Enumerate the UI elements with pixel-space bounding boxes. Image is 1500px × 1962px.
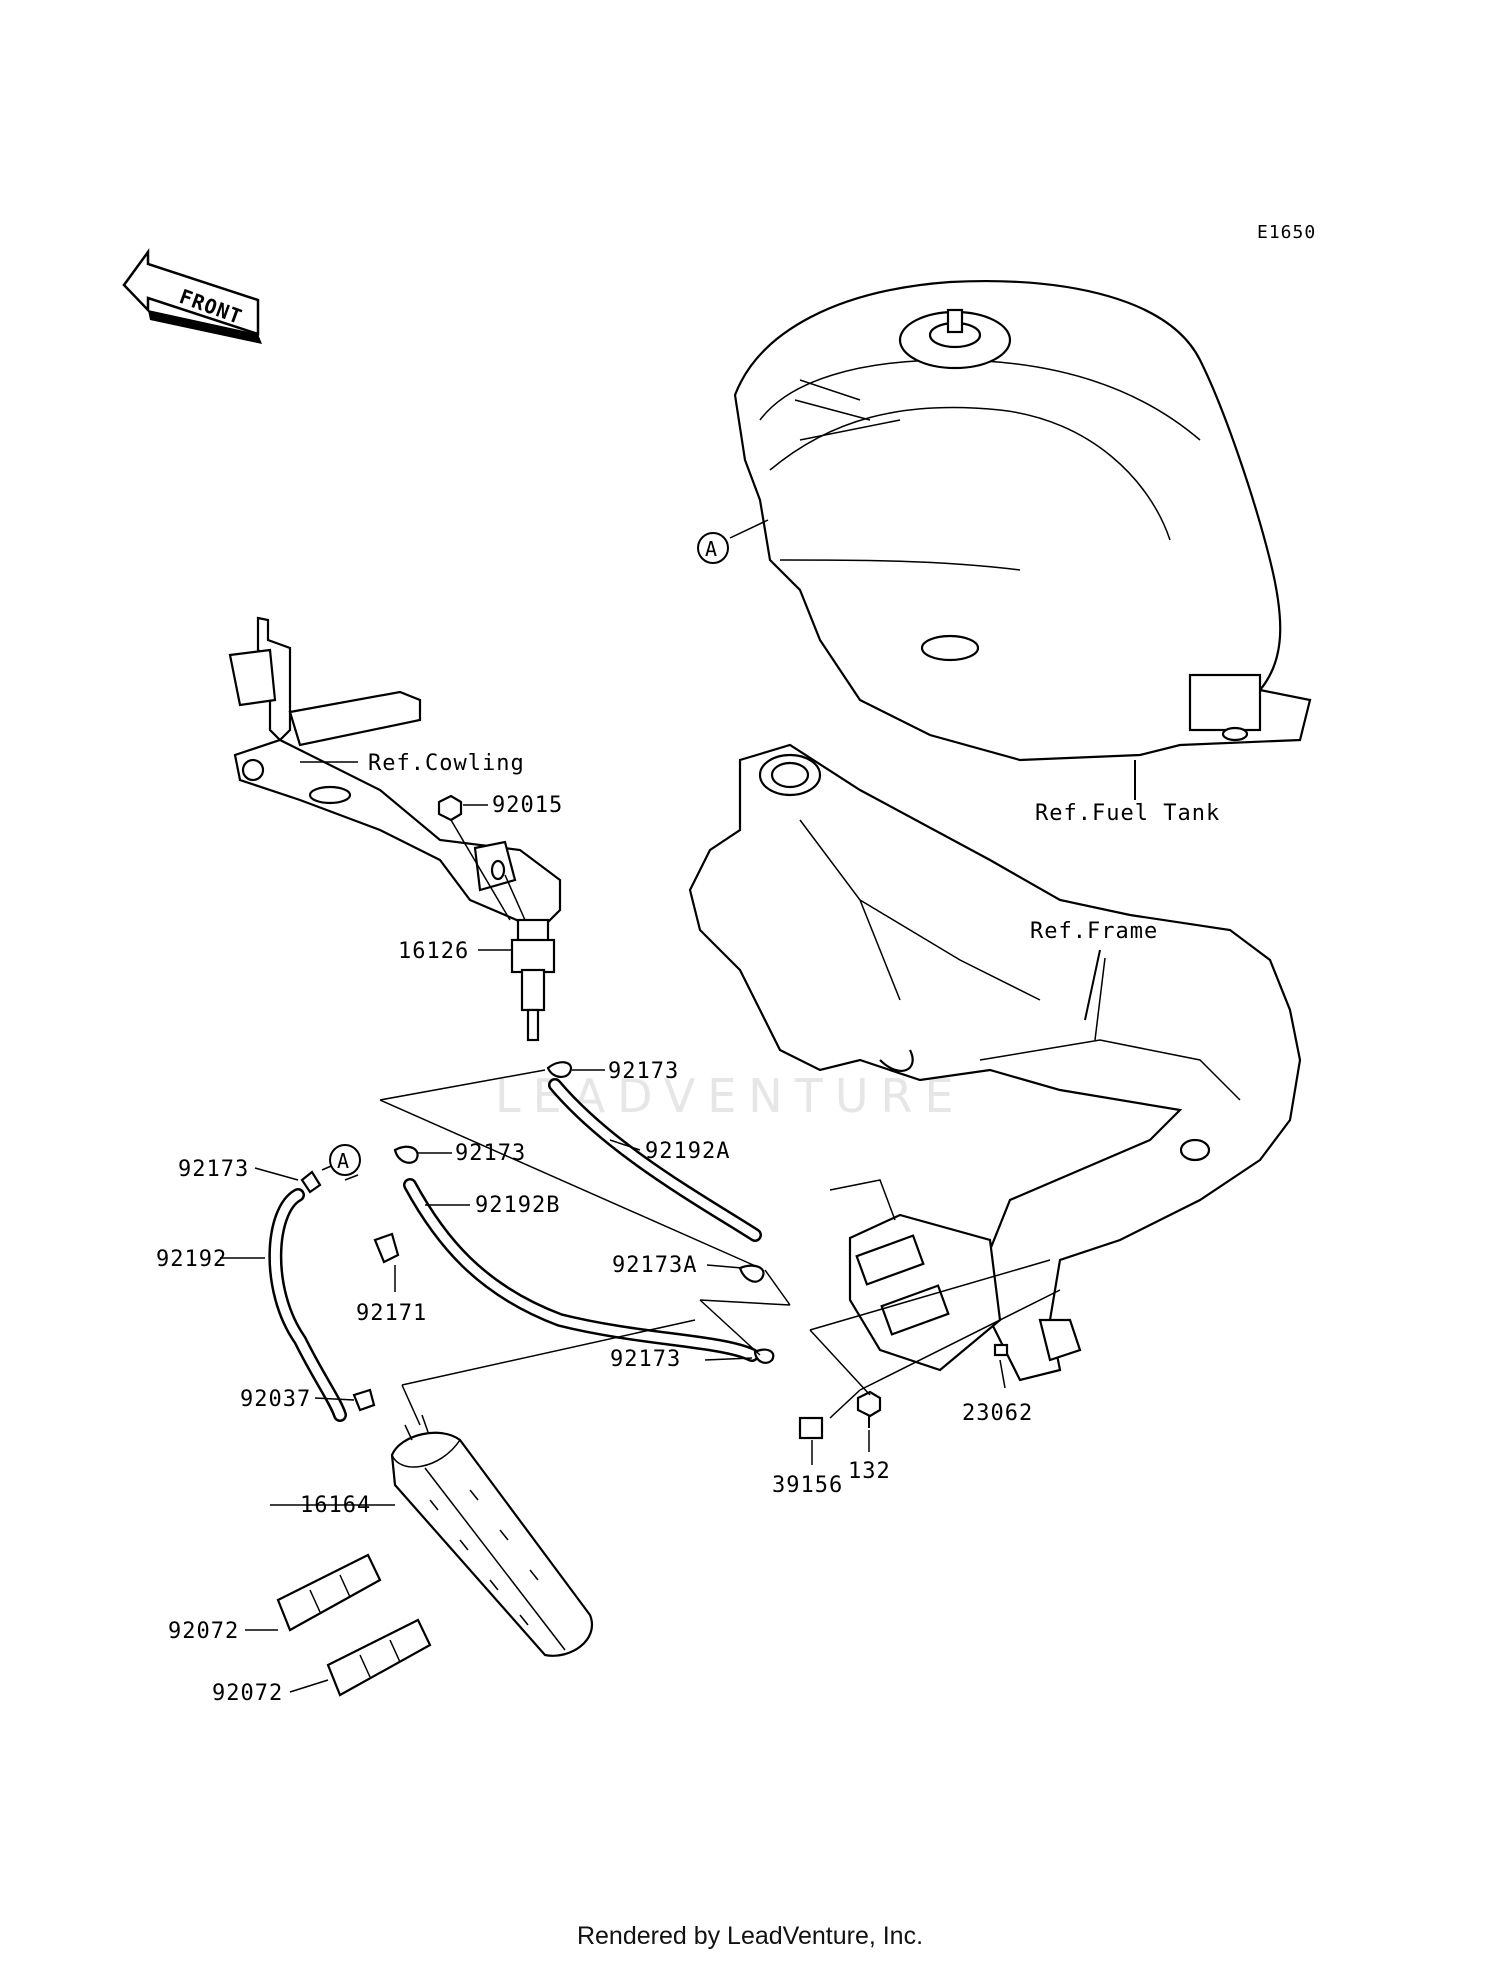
callout-92072-a: 92072 [168,1619,239,1644]
callout-92173-mid: 92173 [455,1141,526,1166]
footer-credit: Rendered by LeadVenture, Inc. [576,1922,924,1950]
callout-92037: 92037 [240,1387,311,1412]
clips-drawing [300,1061,775,1412]
valve-16126-drawing [504,874,556,1042]
callout-92072-b: 92072 [212,1681,283,1706]
callout-92173-left: 92173 [178,1157,249,1182]
solenoid-23062-drawing [829,1179,1009,1372]
strap-92072-a-drawing [276,1553,382,1632]
callout-92173-low: 92173 [610,1347,681,1372]
hoses-drawing [268,1078,762,1422]
frame-drawing [688,743,1302,1382]
marker-a-tank-label: A [705,537,718,561]
callout-92015: 92015 [492,793,563,818]
callout-92173A: 92173A [612,1253,697,1278]
spacer-39156-icon [798,1416,824,1440]
nut-92015-icon [437,794,511,921]
callout-92173-top: 92173 [608,1059,679,1084]
ref-fuel-tank-label: Ref.Fuel Tank [1035,801,1220,826]
callout-92192: 92192 [156,1247,227,1272]
diagram-code: E1650 [1257,222,1316,243]
strap-92072-b-drawing [326,1618,432,1697]
callout-92171: 92171 [356,1301,427,1326]
callout-92192B: 92192B [475,1193,560,1218]
cowling-bracket-drawing [228,616,562,932]
callout-16126: 16126 [398,939,469,964]
marker-a-hose: A [329,1144,361,1176]
callout-132: 132 [848,1459,891,1484]
fuel-tank-drawing [733,280,1312,800]
marker-a-tank: A [697,532,729,564]
ref-cowling-label: Ref.Cowling [368,751,525,776]
marker-a-hose-label: A [337,1149,350,1173]
callout-16164: 16164 [300,1493,371,1518]
canister-16164-drawing [390,1414,593,1657]
front-arrow-icon: FRONT [122,248,262,344]
ref-frame-label: Ref.Frame [1030,919,1158,944]
bolt-132-icon [856,1390,882,1428]
callout-92192A: 92192A [645,1139,730,1164]
callout-39156: 39156 [772,1473,843,1498]
leader-lines [220,519,1106,1693]
callout-23062: 23062 [962,1401,1033,1426]
